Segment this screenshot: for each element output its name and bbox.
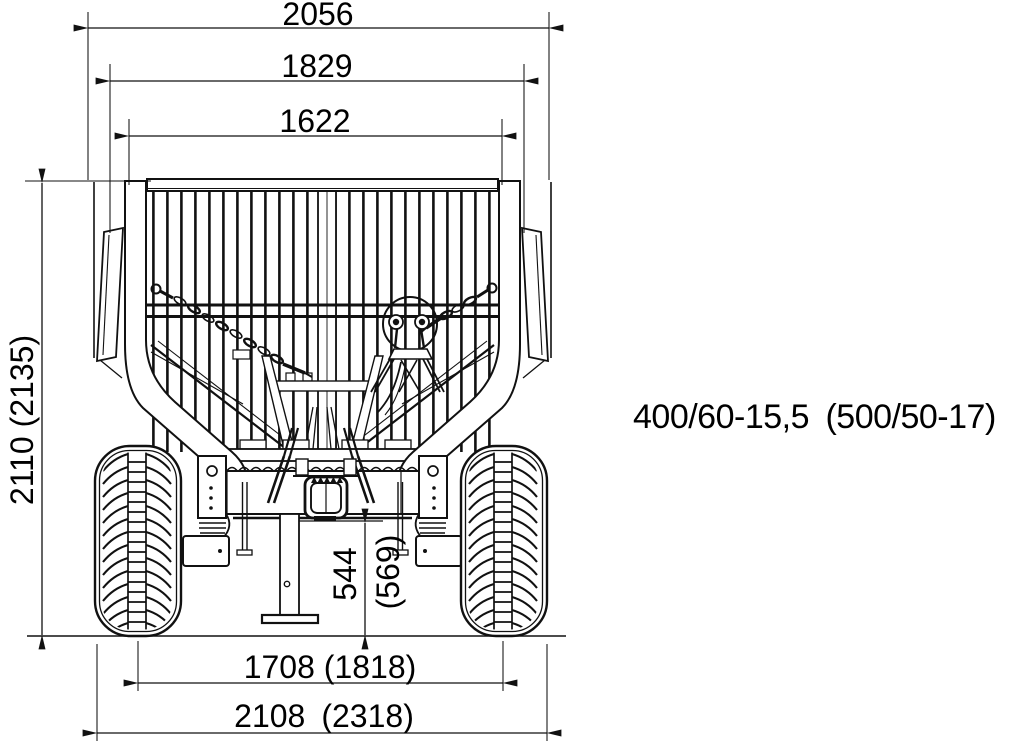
right-chain [418,282,498,335]
dim-top-middle-label: 1829 [281,48,352,84]
support-leg-foot [260,613,320,625]
right-axle-bracket [392,455,463,567]
dim-clearance-label: 544 [327,547,363,600]
left-axle-bracket [182,455,253,567]
dim-track-width-label: 1708 (1818) [244,649,417,685]
dim-height-label: 2110 (2135) [4,335,40,505]
hydraulic-hoses [266,427,376,504]
dimension-lines [25,12,564,741]
left-side-panel [93,182,124,379]
left-chain [150,283,313,378]
dim-overall-width-label: 2108 (2318) [234,698,414,734]
tire-size-label: 400/60-15,5 (500/50-17) [633,398,996,436]
dim-top-inner-label: 1622 [279,103,350,139]
hopper-edges [150,340,495,452]
top-beam [146,178,499,192]
support-leg [260,513,320,625]
right-tire [461,446,547,640]
left-tire [95,446,181,640]
chassis [182,427,463,625]
dim-top-outer-label: 2056 [282,0,353,32]
dim-clearance-alt-label: (569) [370,535,406,610]
right-side-panel [521,182,552,379]
tow-hitch [293,458,359,521]
hose-reel-face [370,296,445,416]
